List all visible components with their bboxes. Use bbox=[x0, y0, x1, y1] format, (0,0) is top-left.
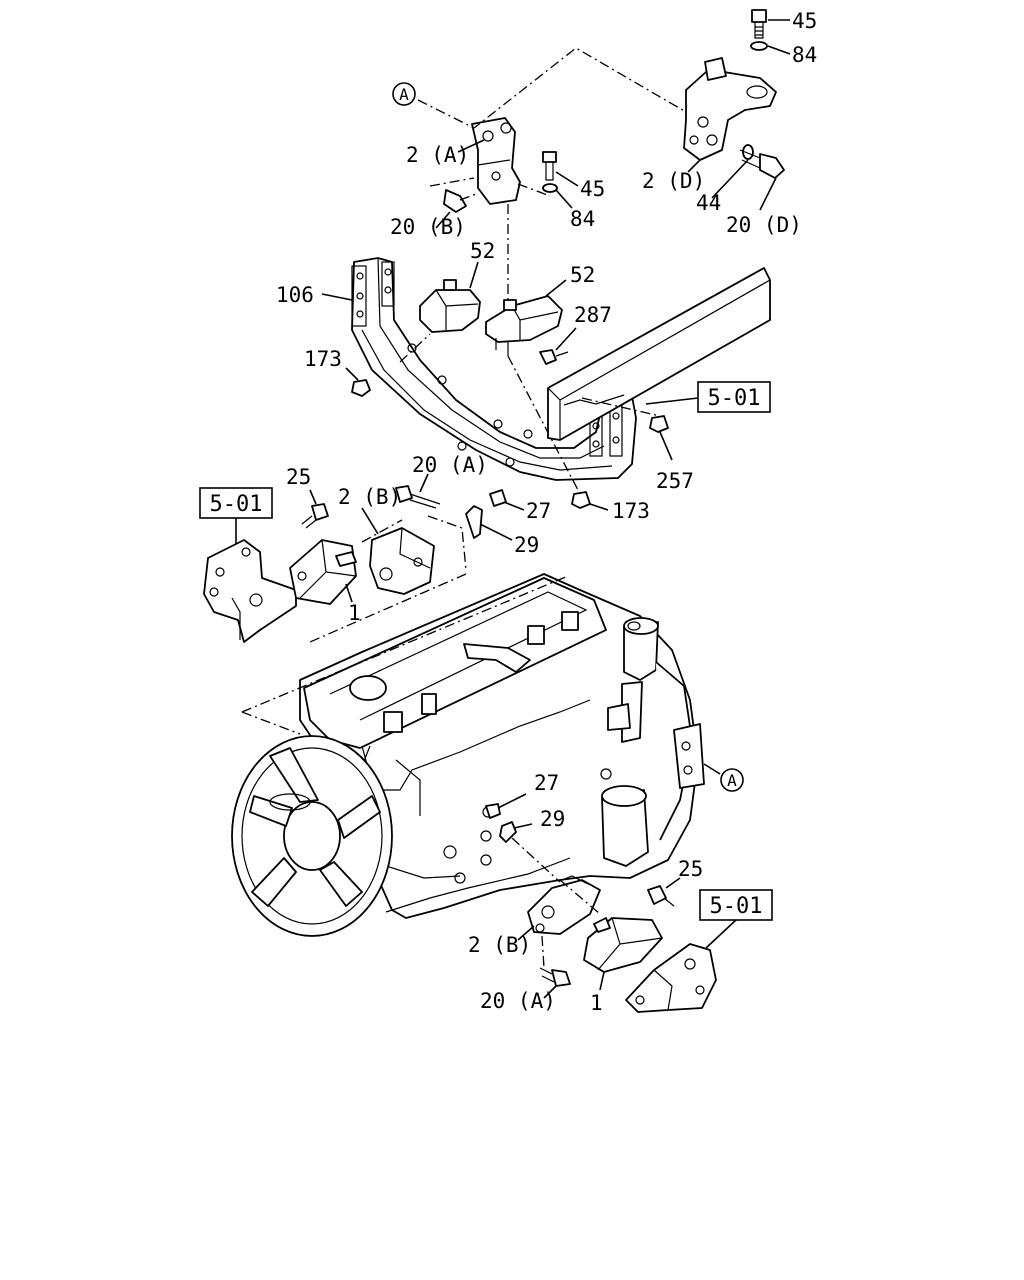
leader-44 bbox=[711, 159, 749, 199]
bracket-2b-left bbox=[369, 527, 435, 595]
leader-29-top bbox=[479, 523, 513, 541]
leader-2a bbox=[457, 139, 485, 153]
label-106: 106 bbox=[276, 283, 314, 307]
leader-173-right bbox=[589, 503, 609, 511]
label-20b: 20 (B) bbox=[390, 215, 466, 239]
leader-2b-bottom bbox=[517, 925, 535, 941]
leader-257 bbox=[659, 431, 673, 461]
label-52-right: 52 bbox=[570, 263, 595, 287]
leader-1-left bbox=[345, 583, 353, 603]
leader-52-right bbox=[545, 279, 567, 297]
circle-a-marker-engine: A bbox=[720, 768, 744, 792]
frame-rail bbox=[547, 267, 771, 441]
leader-25-left bbox=[309, 489, 317, 505]
leader-25-bottom bbox=[665, 877, 681, 889]
label-45-mid: 45 bbox=[580, 177, 605, 201]
ref-box-5-01-left: 5-01 bbox=[199, 487, 273, 519]
circle-a-marker-top: A bbox=[392, 82, 416, 106]
label-2a: 2 (A) bbox=[406, 143, 469, 167]
label-287: 287 bbox=[574, 303, 612, 327]
leader-20a-bottom bbox=[543, 985, 557, 999]
label-44: 44 bbox=[696, 191, 721, 215]
label-25-bottom: 25 bbox=[678, 857, 703, 881]
leader-20d bbox=[759, 177, 777, 211]
label-173-right: 173 bbox=[612, 499, 650, 523]
leader-27-bottom bbox=[497, 793, 527, 809]
cooling-fan bbox=[231, 735, 393, 937]
dash-a-to-bracket bbox=[417, 47, 687, 129]
ref-box-5-01-right: 5-01 bbox=[697, 381, 771, 413]
engine-assembly bbox=[241, 573, 705, 919]
bolt-20a-bottom bbox=[539, 967, 571, 987]
rear-mount-bracket-2d bbox=[683, 9, 785, 179]
label-29-top: 29 bbox=[514, 533, 539, 557]
ref-5-01-bottom-label: 5-01 bbox=[710, 894, 763, 919]
label-257: 257 bbox=[656, 469, 694, 493]
label-2b-top: 2 (B) bbox=[338, 485, 401, 509]
label-29-bottom: 29 bbox=[540, 807, 565, 831]
ref-5-01-right-label: 5-01 bbox=[708, 386, 761, 411]
front-mount-bracket-2a bbox=[443, 117, 558, 213]
label-1-bottom: 1 bbox=[590, 991, 603, 1015]
circle-a-engine-label: A bbox=[727, 771, 737, 790]
label-25-left: 25 bbox=[286, 465, 311, 489]
clip-29-bottom bbox=[499, 821, 517, 843]
rubber-mount-52-left bbox=[419, 279, 481, 333]
leader-84-top bbox=[767, 45, 791, 55]
ref-5-01-left-label: 5-01 bbox=[210, 492, 263, 517]
bolt-287 bbox=[539, 349, 569, 365]
leader-2d bbox=[687, 159, 701, 173]
frame-bracket-bottom bbox=[625, 943, 717, 1013]
clip-29-top bbox=[465, 505, 483, 539]
label-52-left: 52 bbox=[470, 239, 495, 263]
leader-287 bbox=[555, 327, 577, 351]
label-2d: 2 (D) bbox=[642, 169, 705, 193]
leader-45-mid bbox=[555, 171, 579, 187]
leader-106 bbox=[321, 293, 353, 301]
mount-insulator-1-left bbox=[289, 539, 357, 605]
mount-insulator-1-bottom bbox=[583, 917, 663, 973]
label-2b-bottom: 2 (B) bbox=[468, 933, 531, 957]
leader-2b-top bbox=[361, 507, 379, 535]
nut-257 bbox=[649, 415, 669, 433]
leader-84-mid bbox=[555, 189, 573, 209]
leader-173-left bbox=[345, 367, 359, 381]
circle-a-top-label: A bbox=[399, 85, 409, 104]
leader-20b bbox=[435, 211, 451, 229]
leader-52-left bbox=[469, 261, 479, 289]
label-84-mid: 84 bbox=[570, 207, 595, 231]
bolt-25-left bbox=[301, 503, 329, 529]
label-45-top: 45 bbox=[792, 9, 817, 33]
bolt-20a-top bbox=[395, 485, 441, 509]
label-1-left: 1 bbox=[348, 601, 361, 625]
label-20a-top: 20 (A) bbox=[412, 453, 488, 477]
leader-20a-top bbox=[419, 473, 429, 493]
ref-box-5-01-bottom: 5-01 bbox=[699, 889, 773, 921]
bracket-2b-bottom bbox=[527, 875, 601, 935]
label-27-bottom: 27 bbox=[534, 771, 559, 795]
leader-27-top bbox=[503, 501, 525, 511]
label-20d: 20 (D) bbox=[726, 213, 802, 237]
leader-29-bottom bbox=[513, 823, 533, 829]
label-173-left: 173 bbox=[304, 347, 342, 371]
leader-1-bottom bbox=[599, 971, 605, 991]
rubber-mount-52-right bbox=[485, 295, 563, 356]
nut-173-left bbox=[351, 379, 371, 397]
nut-27-top bbox=[489, 489, 507, 507]
label-84-top: 84 bbox=[792, 43, 817, 67]
label-27-top: 27 bbox=[526, 499, 551, 523]
nut-27-bottom bbox=[485, 803, 501, 819]
frame-bracket-left bbox=[203, 539, 297, 643]
bolt-25-bottom bbox=[647, 885, 675, 907]
label-20a-bottom: 20 (A) bbox=[480, 989, 556, 1013]
nut-173-right bbox=[571, 491, 591, 509]
